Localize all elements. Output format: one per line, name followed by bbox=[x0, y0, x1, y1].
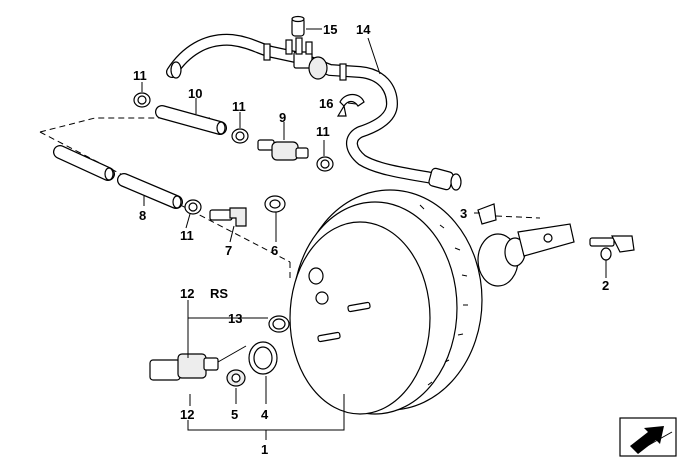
diagram-orientation-icon bbox=[619, 417, 677, 457]
label-part-11-d: 11 bbox=[180, 228, 194, 243]
pushrod-bracket bbox=[477, 203, 575, 257]
part-labels: 15 14 16 11 10 11 9 11 8 11 7 6 3 2 12 R… bbox=[133, 22, 609, 457]
label-part-5: 5 bbox=[231, 407, 238, 422]
label-part-1: 1 bbox=[261, 442, 268, 457]
label-part-6: 6 bbox=[271, 243, 278, 258]
brake-booster bbox=[289, 189, 526, 415]
seal-rings bbox=[248, 315, 290, 375]
label-part-11-b: 11 bbox=[232, 99, 246, 114]
label-part-16: 16 bbox=[319, 96, 333, 111]
label-part-8: 8 bbox=[139, 208, 146, 223]
hose-clip bbox=[336, 93, 365, 117]
grommet bbox=[264, 195, 286, 213]
hose-piece-10 bbox=[155, 105, 227, 135]
label-part-11-c: 11 bbox=[316, 124, 330, 139]
vacuum-hose bbox=[166, 33, 462, 191]
label-part-2: 2 bbox=[602, 278, 609, 293]
label-part-14: 14 bbox=[356, 22, 371, 37]
label-part-9: 9 bbox=[279, 110, 286, 125]
elbow-fitting bbox=[209, 207, 247, 227]
clevis-pin bbox=[589, 235, 635, 261]
label-part-12-rs-number: 12 bbox=[180, 286, 194, 301]
label-part-12-rs-suffix: RS bbox=[210, 286, 228, 301]
label-part-4: 4 bbox=[261, 407, 269, 422]
vacuum-sensor bbox=[149, 345, 247, 381]
check-valve bbox=[257, 139, 309, 161]
label-part-7: 7 bbox=[225, 243, 232, 258]
label-part-11-a: 11 bbox=[133, 68, 147, 83]
nut bbox=[226, 369, 246, 387]
label-part-10: 10 bbox=[188, 86, 202, 101]
label-part-12: 12 bbox=[180, 407, 194, 422]
hose-piece-8 bbox=[53, 145, 183, 209]
label-part-15: 15 bbox=[323, 22, 337, 37]
label-part-13: 13 bbox=[228, 311, 242, 326]
leader-lines bbox=[141, 28, 607, 440]
vacuum-cap bbox=[291, 15, 305, 37]
hose-clamps bbox=[133, 92, 334, 215]
label-part-3: 3 bbox=[460, 206, 467, 221]
